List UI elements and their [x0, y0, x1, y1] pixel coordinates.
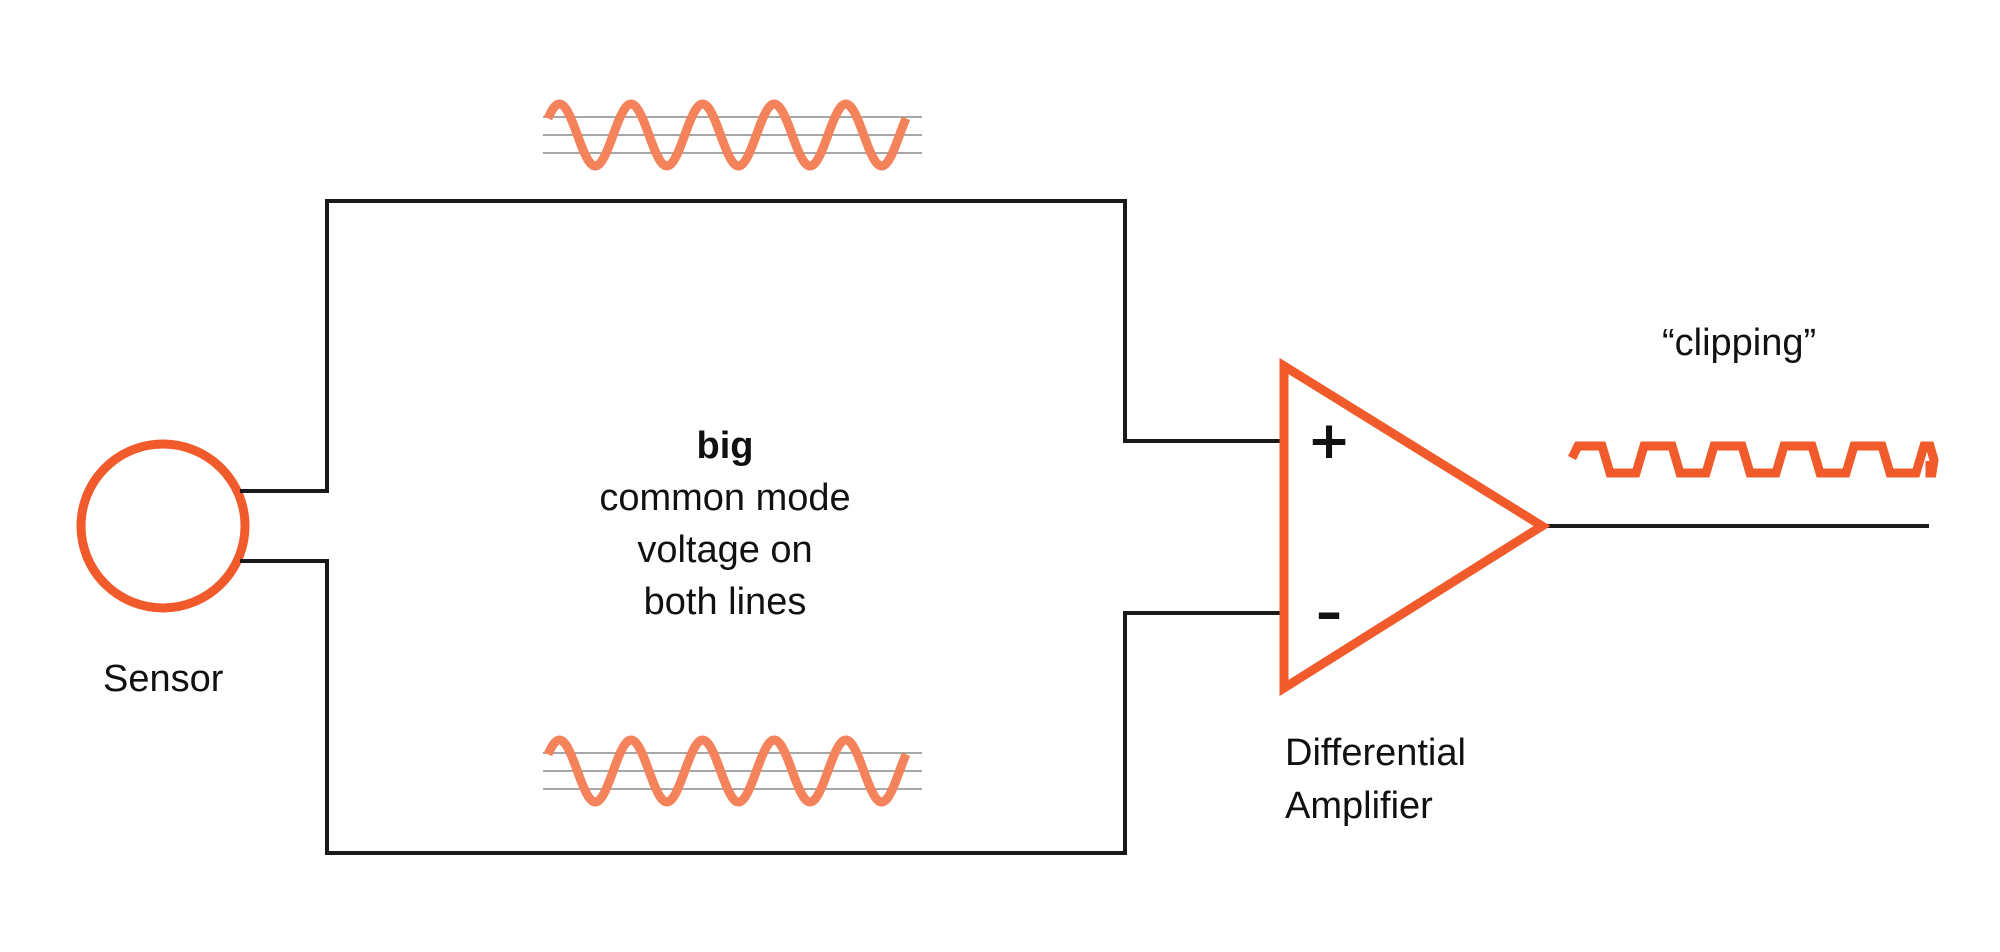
top-sine-wave-path — [543, 99, 911, 171]
common-mode-caption-line-3: both lines — [643, 581, 807, 623]
amplifier-label-line-1: Differential — [1285, 732, 1466, 774]
differential-amplifier-triangle-icon — [1279, 357, 1551, 697]
top-signal-sine-wave-icon — [543, 99, 922, 171]
bottom-sine-wave-path — [543, 735, 911, 807]
amplifier-label-line-2: Amplifier — [1285, 785, 1433, 827]
sensor-circle-icon — [76, 439, 250, 613]
common-mode-caption-line-1: common mode — [599, 477, 851, 519]
common-mode-caption-line-2: voltage on — [637, 529, 813, 571]
clipping-label: “clipping” — [1662, 322, 1817, 364]
lower-wire — [240, 559, 1282, 855]
output-clipped-square-wave-icon — [1567, 441, 1939, 478]
plus-input-sign: + — [1307, 411, 1351, 471]
minus-input-sign: – — [1316, 583, 1342, 643]
common-mode-caption-bold: big — [696, 425, 754, 467]
common-mode-caption: big common mode voltage on both lines — [525, 420, 925, 628]
sensor-label: Sensor — [103, 658, 224, 700]
bottom-signal-sine-wave-icon — [543, 735, 922, 807]
upper-wire — [240, 199, 1282, 493]
